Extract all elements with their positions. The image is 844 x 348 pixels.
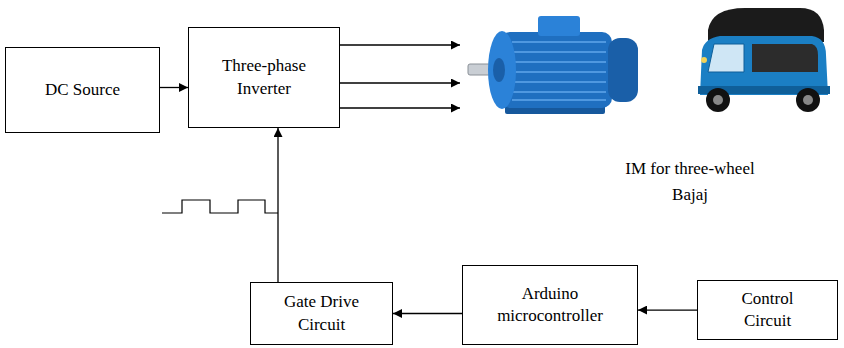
process-box: DC Source: [5, 47, 160, 133]
bajaj-illustration: [698, 8, 830, 112]
signal-arrow: [393, 313, 462, 314]
phase-lines: [340, 45, 460, 108]
signal-arrow: [160, 87, 188, 88]
process-box: Arduino microcontroller: [462, 265, 638, 345]
signal-arrow: [638, 309, 697, 310]
box-label: Arduino microcontroller: [482, 283, 618, 327]
box-label: Three-phase Inverter: [206, 55, 322, 99]
caption-label: IM for three-wheel Bajaj: [610, 156, 770, 207]
signal-arrow: [277, 128, 278, 282]
box-label: Control Circuit: [722, 288, 814, 332]
box-label: DC Source: [45, 79, 120, 101]
motor-illustration: [468, 16, 638, 114]
pwm-pulse: [162, 200, 278, 213]
process-box: Control Circuit: [697, 280, 838, 340]
box-label: Gate Drive Circuit: [272, 291, 372, 335]
process-box: Gate Drive Circuit: [250, 282, 393, 345]
process-box: Three-phase Inverter: [188, 27, 340, 128]
